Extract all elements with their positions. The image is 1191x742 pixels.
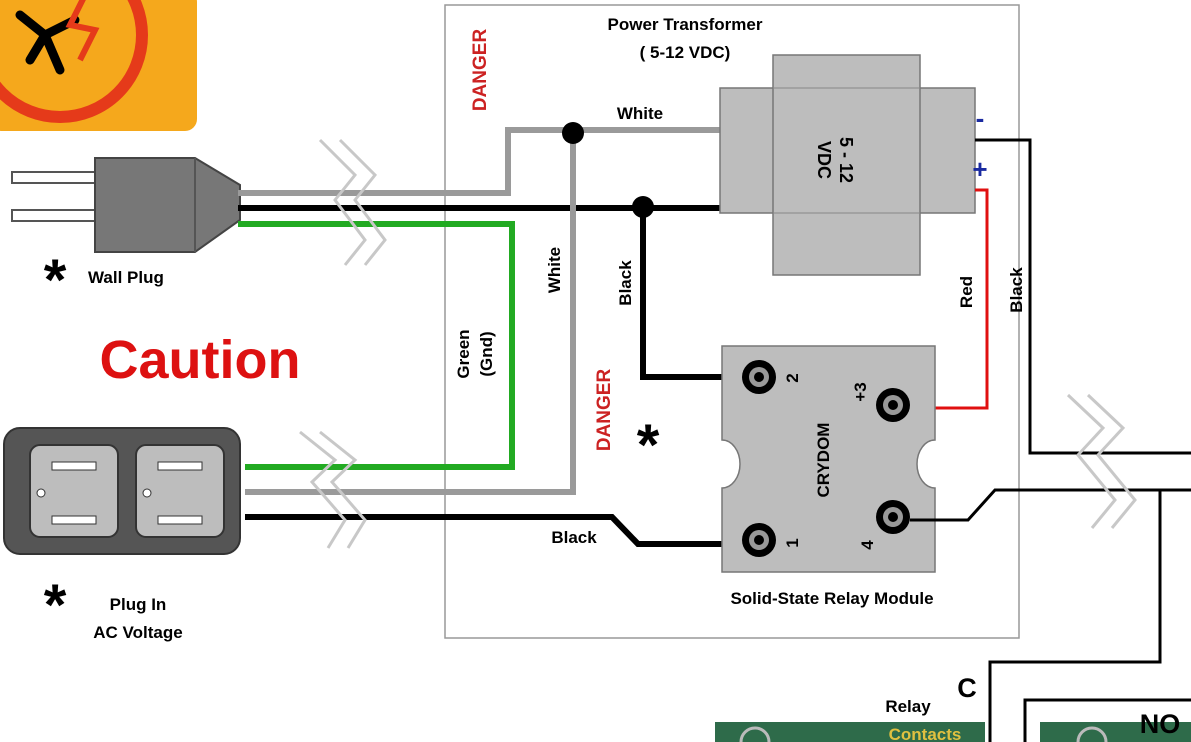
black-wire-terminal-4 [910,488,1191,522]
dc-plus-label: + [972,154,987,184]
relay-module-label: Solid-State Relay Module [730,589,933,608]
wire-label-white-top: White [617,104,663,123]
terminal-3-label: +3 [851,382,870,401]
relay-contacts-label-1: Relay [885,697,931,716]
power-transformer [719,54,976,276]
wire-label-black-vertical: Black [616,260,635,306]
green-wire-plug [238,221,515,470]
contact-no-label: NO [1140,709,1181,739]
wall-plug [11,157,241,253]
relay-board [715,722,1191,742]
black-wire-dc-negative [975,138,1191,455]
relay-wire-no [1023,698,1191,742]
wall-plug-asterisk: * [44,248,67,313]
ac-outlet [3,427,241,555]
white-wire-vertical [245,133,576,495]
danger-label-top: DANGER [470,29,491,112]
wire-label-red: Red [957,276,976,308]
electrical-hazard-icon [0,0,197,131]
red-wire-dc-positive [905,188,989,410]
relay-wire-c [988,488,1191,742]
terminal-4 [876,500,910,534]
relay-asterisk: * [637,413,660,478]
terminal-1-label: 1 [783,538,802,547]
contact-c-label: C [957,673,977,703]
danger-label-mid: DANGER [594,369,615,452]
caution-label: Caution [100,330,301,390]
enclosure-box [444,4,1020,639]
wall-plug-label: Wall Plug [88,268,164,287]
transformer-vdc-line-1: 5 - 12 [836,137,856,183]
black-wire-junction [632,196,654,218]
transformer-vdc-line-2: VDC [814,141,834,179]
wire-label-gnd: (Gnd) [477,331,496,376]
wire-label-black-right: Black [1007,267,1026,313]
transformer-voltage-range: ( 5-12 VDC) [640,43,731,62]
crydom-label: CRYDOM [814,423,833,498]
black-wire-to-terminal-2 [640,208,755,380]
wire-break-right [1066,393,1137,529]
terminal-3 [876,388,910,422]
white-wire-junction [562,122,584,144]
transformer-title: Power Transformer [608,15,763,34]
ac-voltage-label: AC Voltage [93,623,182,642]
wire-label-white-vertical: White [545,247,564,293]
wire-label-black-bottom: Black [551,528,597,547]
relay-contacts-label-2: Contacts [889,725,962,742]
plug-in-asterisk: * [44,573,67,638]
plug-in-label: Plug In [110,595,167,614]
white-wire-plug [238,127,720,196]
wire-label-green: Green [454,329,473,378]
dc-minus-label: - [976,103,985,133]
wire-break-left-bottom [299,430,367,549]
black-wire-to-terminal-1 [245,514,755,547]
terminal-2-label: 2 [783,373,802,382]
terminal-2 [742,360,776,394]
terminal-1 [742,523,776,557]
terminal-4-label: 4 [858,540,877,550]
wire-break-left-top [318,138,387,266]
